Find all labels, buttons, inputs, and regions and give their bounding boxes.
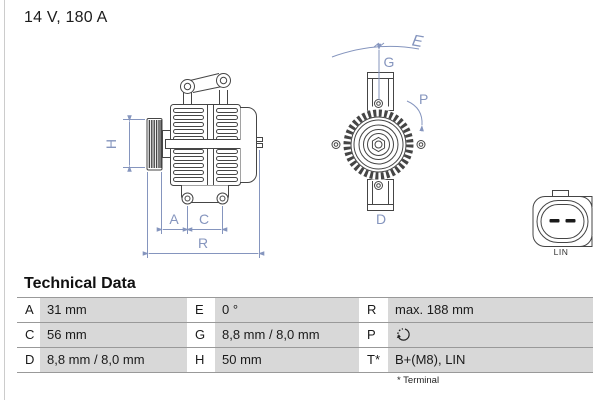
side-view-dimensions: [123, 115, 265, 258]
alternator-front-view: [331, 72, 426, 211]
alternator-side-view: [146, 73, 263, 205]
voltage-current-spec: 14 V, 180 A: [24, 9, 108, 26]
terminal-footnote: * Terminal: [397, 375, 440, 386]
table-row: C 56 mm G 8,8 mm / 8,0 mm P: [17, 323, 593, 348]
spec-value-rotation: [388, 323, 593, 347]
spec-value: B+(M8), LIN: [388, 348, 593, 372]
dim-label-r: R: [198, 235, 208, 251]
table-row: A 31 mm E 0 ° R max. 188 mm: [17, 298, 593, 323]
dim-label-p: P: [419, 91, 428, 107]
dim-label-c: C: [199, 211, 209, 227]
dim-label-h: H: [103, 139, 119, 149]
spec-value: 8,8 mm / 8,0 mm: [40, 348, 187, 372]
spec-value: max. 188 mm: [388, 298, 593, 322]
rotation-direction-icon: [396, 327, 410, 341]
spec-key: P: [359, 323, 388, 347]
spec-value: 0 °: [215, 298, 359, 322]
spec-key: D: [17, 348, 40, 372]
spec-key: A: [17, 298, 40, 322]
spec-key: R: [359, 298, 388, 322]
technical-data-table: A 31 mm E 0 ° R max. 188 mm C 56 mm G 8,…: [17, 297, 593, 373]
spec-value: 8,8 mm / 8,0 mm: [215, 323, 359, 347]
spec-key: E: [187, 298, 215, 322]
dim-label-e: E: [411, 32, 425, 51]
table-row: D 8,8 mm / 8,0 mm H 50 mm T* B+(M8), LIN: [17, 348, 593, 373]
connector-label: LIN: [554, 247, 569, 257]
page-left-edge-line: [4, 0, 5, 400]
dim-label-g: G: [384, 54, 395, 70]
spec-value: 31 mm: [40, 298, 187, 322]
spec-key: H: [187, 348, 215, 372]
connector-pins: [549, 219, 576, 223]
front-view-dimensions: [331, 42, 424, 132]
spec-value: 56 mm: [40, 323, 187, 347]
technical-drawing: H A C R E G P D: [103, 32, 593, 258]
front-view-dimension-labels: E G P D: [376, 32, 428, 227]
technical-data-heading: Technical Data: [24, 275, 136, 292]
spec-key: G: [187, 323, 215, 347]
spec-key: C: [17, 323, 40, 347]
spec-key: T*: [359, 348, 388, 372]
side-view-dimension-labels: H A C R: [103, 139, 209, 251]
spec-value: 50 mm: [215, 348, 359, 372]
dim-label-a: A: [169, 211, 179, 227]
dim-label-d: D: [376, 211, 386, 227]
connector-detail: [532, 190, 593, 247]
